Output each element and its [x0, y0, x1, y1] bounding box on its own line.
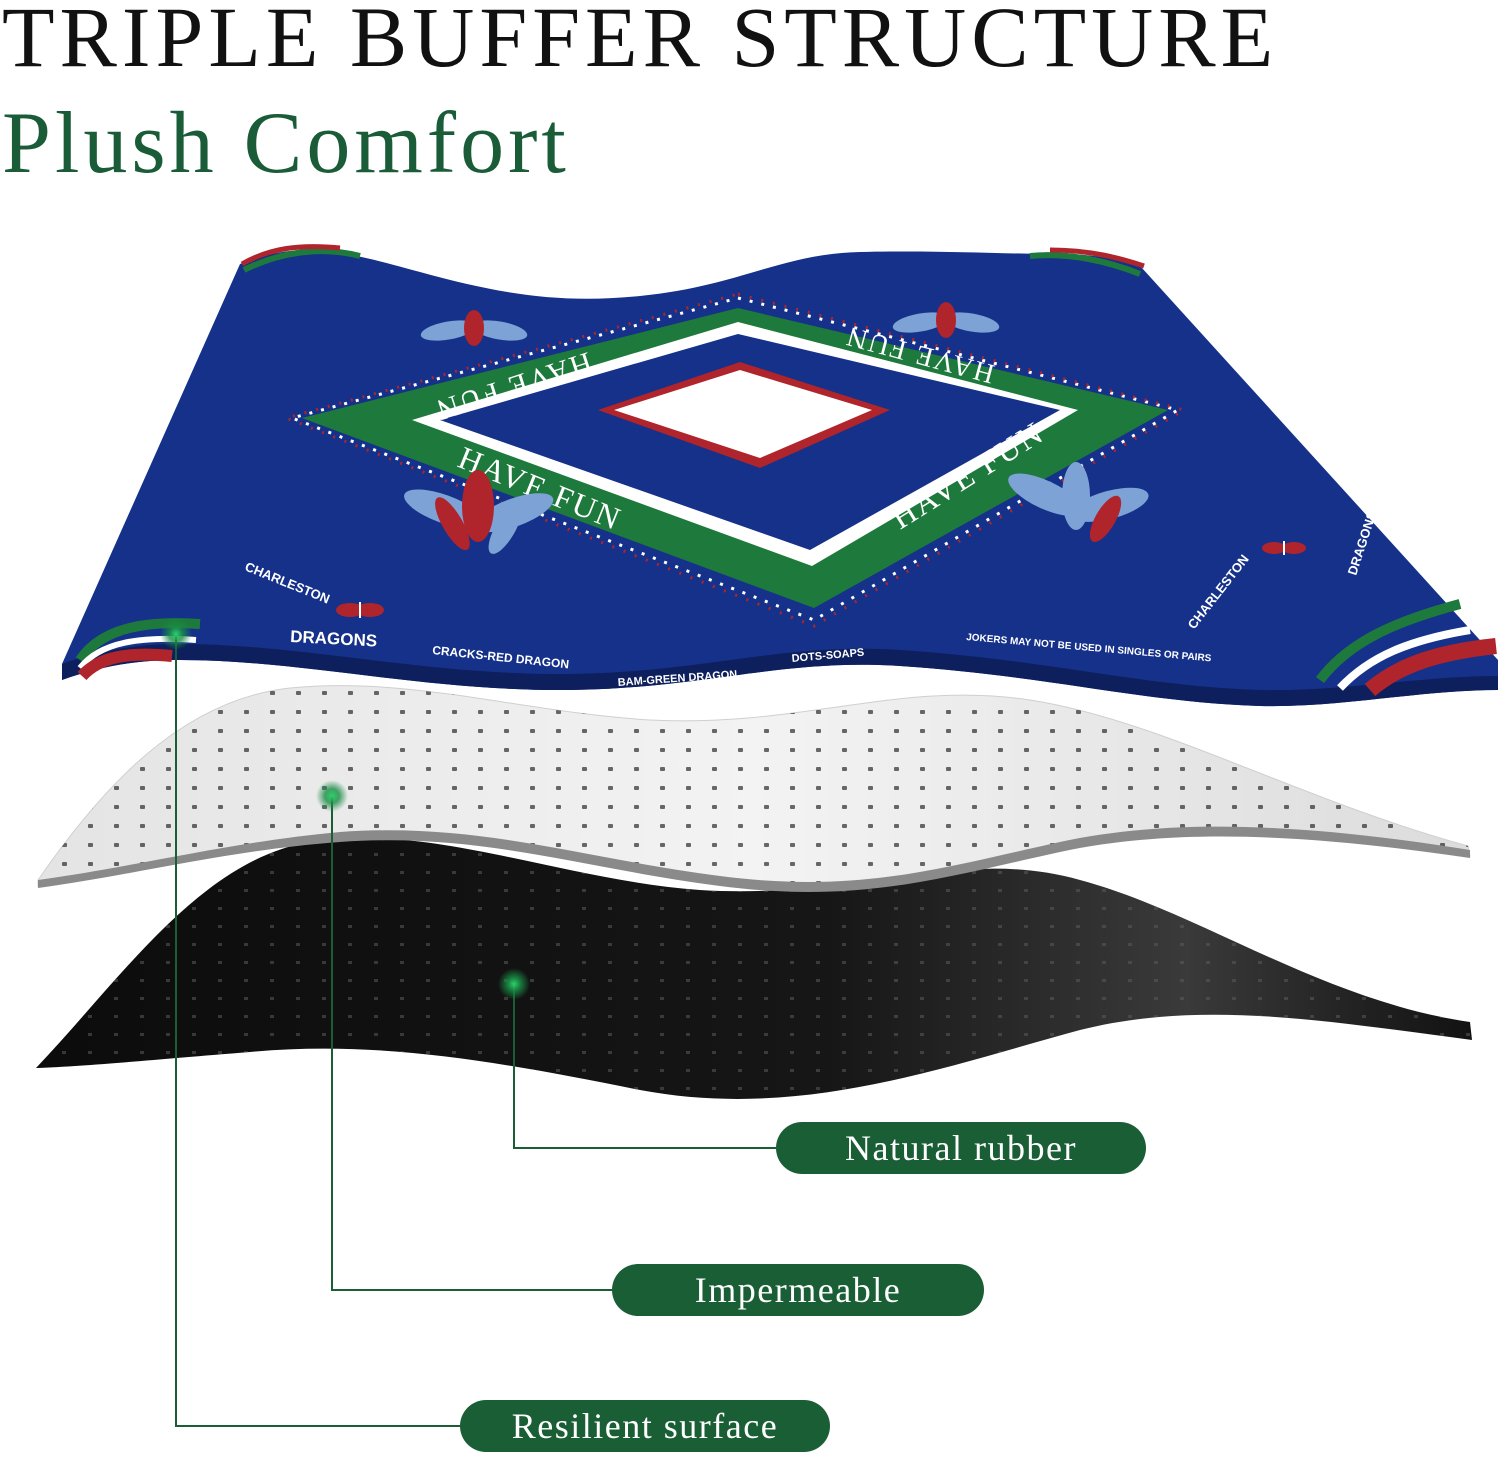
marker-dot-impermeable — [316, 780, 348, 812]
flower-emblem-top-left — [420, 310, 528, 346]
corner-arc-top-right — [1029, 247, 1145, 277]
white-square — [614, 370, 872, 458]
callout-impermeable: Impermeable — [612, 1264, 984, 1316]
foam-layer — [37, 685, 1471, 892]
callout-leader-rubber — [513, 984, 776, 1149]
mat-label-dragons: DRAGONS — [290, 627, 378, 651]
flower-emblem-left — [404, 470, 554, 554]
butterfly-icon-left — [336, 602, 384, 618]
callout-leader-resilient — [175, 634, 460, 1427]
callout-leader-impermeable — [331, 796, 612, 1291]
page-title: TRIPLE BUFFER STRUCTURE — [2, 0, 1279, 85]
marker-dot-resilient — [160, 618, 192, 650]
corner-arc-bottom-right — [1316, 599, 1497, 697]
marker-dot-rubber — [498, 968, 530, 1000]
rubber-layer — [36, 837, 1472, 1099]
tile-border — [287, 296, 1182, 622]
butterfly-icon-right — [1262, 541, 1306, 555]
flower-emblem-right — [1008, 462, 1149, 542]
page-subtitle: Plush Comfort — [2, 95, 570, 192]
callout-natural-rubber: Natural rubber — [776, 1122, 1146, 1174]
callout-resilient-surface: Resilient surface — [460, 1400, 830, 1452]
corner-arc-top-left — [240, 244, 361, 273]
mat-layer: HAVE FUN HAVE FUN HAVE FUN HAVE FUN — [62, 244, 1498, 707]
flower-emblem-top-right — [892, 302, 1000, 338]
tile-border-red — [281, 292, 1188, 628]
